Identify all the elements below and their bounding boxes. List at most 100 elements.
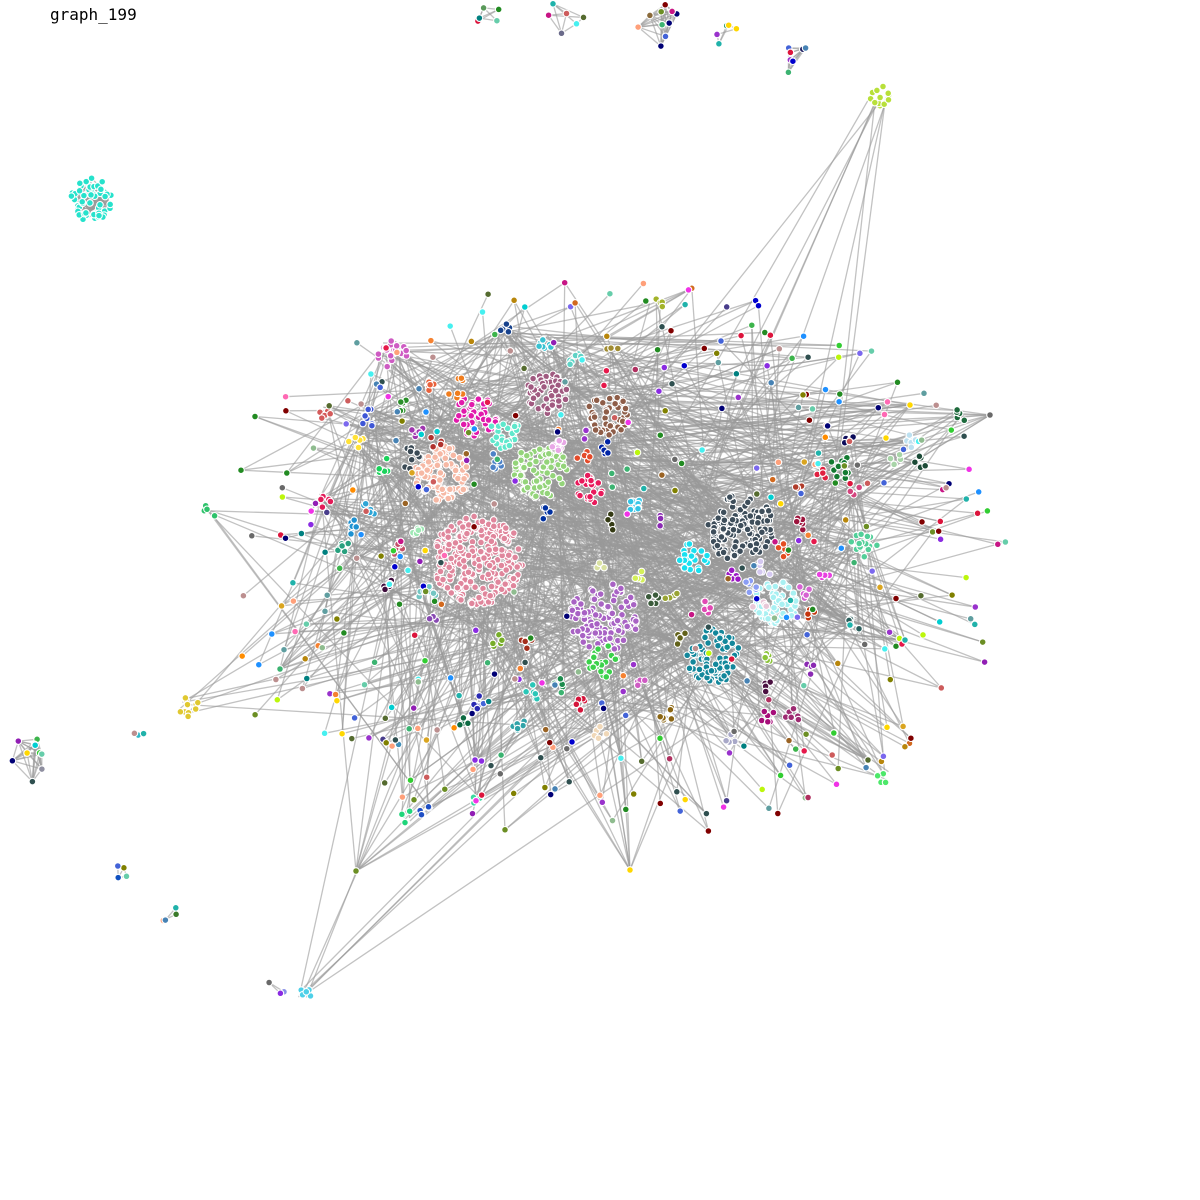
graph-edge <box>659 100 880 527</box>
graph-node <box>513 563 522 571</box>
graph-node <box>884 89 893 98</box>
graph-node <box>715 39 723 48</box>
graph-node <box>597 667 605 676</box>
graph-node <box>814 459 822 468</box>
graph-node <box>383 362 392 371</box>
graph-node <box>656 431 665 440</box>
graph-node <box>544 11 553 20</box>
graph-edge <box>486 464 858 541</box>
graph-node <box>282 406 290 415</box>
graph-node <box>307 520 315 529</box>
graph-node <box>406 776 415 785</box>
graph-node <box>464 568 473 577</box>
graph-node <box>787 713 796 722</box>
graph-node <box>382 454 391 463</box>
graph-node <box>680 361 689 370</box>
graph-node <box>413 724 422 733</box>
graph-node <box>535 483 544 491</box>
graph-node <box>719 525 728 533</box>
graph-node <box>551 785 559 793</box>
graph-node <box>802 591 811 599</box>
graph-node <box>557 688 566 697</box>
graph-node <box>804 531 813 540</box>
graph-node <box>879 752 888 761</box>
graph-node <box>576 706 585 714</box>
graph-node <box>855 539 864 548</box>
graph-node <box>561 378 569 386</box>
graph-node <box>657 42 665 50</box>
graph-node <box>547 391 556 400</box>
graph-node <box>67 192 76 200</box>
graph-node <box>626 497 635 506</box>
graph-edge <box>491 457 869 761</box>
graph-node <box>289 578 297 587</box>
graph-node <box>426 380 434 389</box>
graph-edge <box>211 515 481 799</box>
graph-edge <box>508 303 650 333</box>
graph-node <box>685 664 694 673</box>
graph-node <box>398 810 406 819</box>
graph-node <box>767 493 775 502</box>
graph-node <box>749 602 757 611</box>
graph-node <box>873 771 882 780</box>
graph-node <box>413 449 421 457</box>
graph-node <box>727 566 736 575</box>
graph-node <box>656 799 665 808</box>
graph-node <box>809 661 818 670</box>
graph-node <box>714 514 723 522</box>
graph-node <box>704 649 713 658</box>
graph-node <box>122 872 131 881</box>
graph-node <box>800 458 809 466</box>
graph-node <box>509 529 518 537</box>
graph-node <box>492 433 501 442</box>
graph-node <box>779 540 788 548</box>
graph-edge <box>501 306 571 331</box>
graph-node <box>561 395 570 404</box>
graph-node <box>405 724 414 733</box>
graph-node <box>789 57 797 66</box>
graph-node <box>786 48 795 57</box>
graph-node <box>414 526 423 535</box>
graph-node <box>402 346 411 355</box>
graph-node <box>837 544 846 553</box>
graph-node <box>486 591 495 600</box>
graph-node <box>856 349 864 358</box>
graph-edge <box>695 414 991 566</box>
graph-node <box>882 434 890 442</box>
graph-node <box>647 599 655 608</box>
graph-node <box>579 13 588 22</box>
graph-node <box>751 545 760 554</box>
graph-node <box>98 177 107 186</box>
graph-node <box>239 591 248 600</box>
graph-node <box>393 348 401 357</box>
graph-edge <box>578 357 991 416</box>
graph-node <box>560 278 569 287</box>
graph-node <box>529 394 538 403</box>
graph-node <box>605 431 613 439</box>
graph-node <box>489 639 497 648</box>
graph-node <box>453 583 462 592</box>
graph-edge <box>605 518 693 615</box>
graph-edge <box>286 329 507 474</box>
graph-node <box>277 602 286 610</box>
graph-node <box>317 414 326 422</box>
graph-node <box>965 465 973 474</box>
graph-node <box>281 534 290 543</box>
graph-node <box>867 347 876 355</box>
graph-node <box>347 530 355 538</box>
graph-node <box>333 696 341 705</box>
graph-node <box>736 521 745 530</box>
graph-edge <box>843 404 911 472</box>
graph-edge <box>633 349 659 504</box>
graph-node <box>911 458 919 467</box>
graph-node <box>417 469 426 477</box>
graph-node <box>421 656 429 665</box>
graph-node <box>333 615 341 623</box>
graph-node <box>459 714 468 722</box>
graph-node <box>722 796 731 805</box>
graph-node <box>538 336 547 344</box>
graph-node <box>504 551 513 560</box>
graph-node <box>901 636 909 644</box>
graph-node <box>732 369 741 378</box>
graph-node <box>475 14 484 22</box>
